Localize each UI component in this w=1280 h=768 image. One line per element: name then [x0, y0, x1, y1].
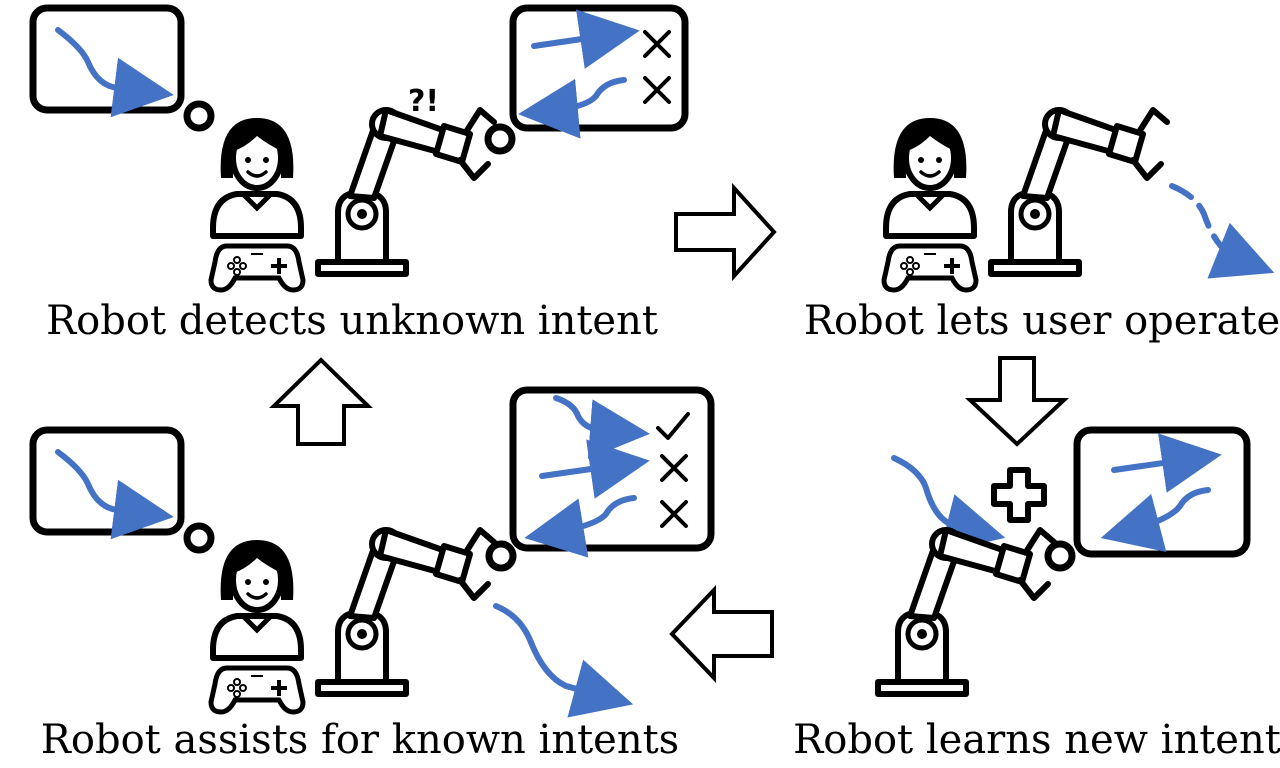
thought-bubble: [485, 540, 517, 572]
panel-learn: Robot learns new intent: [793, 426, 1280, 763]
label-detect: Robot detects unknown intent: [46, 298, 658, 344]
trajectory-icon: [539, 439, 650, 499]
thought-bubble: [183, 522, 215, 554]
gamepad-icon: [884, 246, 976, 290]
flow-arrow-up: [269, 357, 373, 446]
robot-confusion-mark: ?!: [408, 84, 439, 119]
panel-operate: Robot lets user operate: [804, 110, 1280, 344]
robot-intent-box: [509, 4, 689, 132]
trajectory-icon: [518, 77, 627, 139]
trajectory-icon: [55, 449, 174, 540]
flow-arrow-left: [669, 585, 774, 683]
flow-arrow-down: [964, 356, 1070, 447]
trajectory-icon: [524, 495, 637, 558]
user-icon: [213, 540, 301, 658]
gamepad-icon: [211, 668, 303, 712]
gamepad-icon: [211, 246, 303, 290]
robot-arm-icon: [878, 530, 1054, 694]
trajectory-icon: [1169, 183, 1275, 279]
trajectory-icon: [493, 603, 634, 718]
trajectory-icon: [553, 395, 650, 460]
label-assist: Robot assists for known intents: [41, 717, 679, 763]
robot-arm-icon: [991, 110, 1167, 274]
trajectory-icon: [55, 27, 174, 118]
robot-arm-icon: [318, 530, 494, 694]
thought-bubble: [1044, 540, 1076, 572]
label-operate: Robot lets user operate: [804, 298, 1280, 344]
label-learn: Robot learns new intent: [793, 717, 1280, 763]
plus-icon: [991, 467, 1047, 523]
thought-bubble: [484, 123, 516, 155]
panel-assist: Robot assists for known intents: [29, 386, 715, 763]
thought-bubble: [183, 100, 215, 132]
trajectory-icon: [891, 455, 1006, 553]
trajectory-icon: [1100, 487, 1211, 552]
trajectory-icon: [531, 9, 640, 69]
user-thought-box: [29, 426, 185, 536]
trajectory-icon: [1111, 433, 1222, 493]
check-icon: [656, 412, 690, 440]
flow-arrow-right: [674, 182, 777, 282]
user-thought-box: [29, 4, 185, 114]
panel-detect: ?! Robot detects unknown intent: [29, 4, 689, 344]
robot-arm-icon: [318, 110, 494, 274]
user-icon: [886, 118, 974, 236]
robot-intent-box: [1073, 426, 1251, 558]
user-icon: [213, 118, 301, 236]
